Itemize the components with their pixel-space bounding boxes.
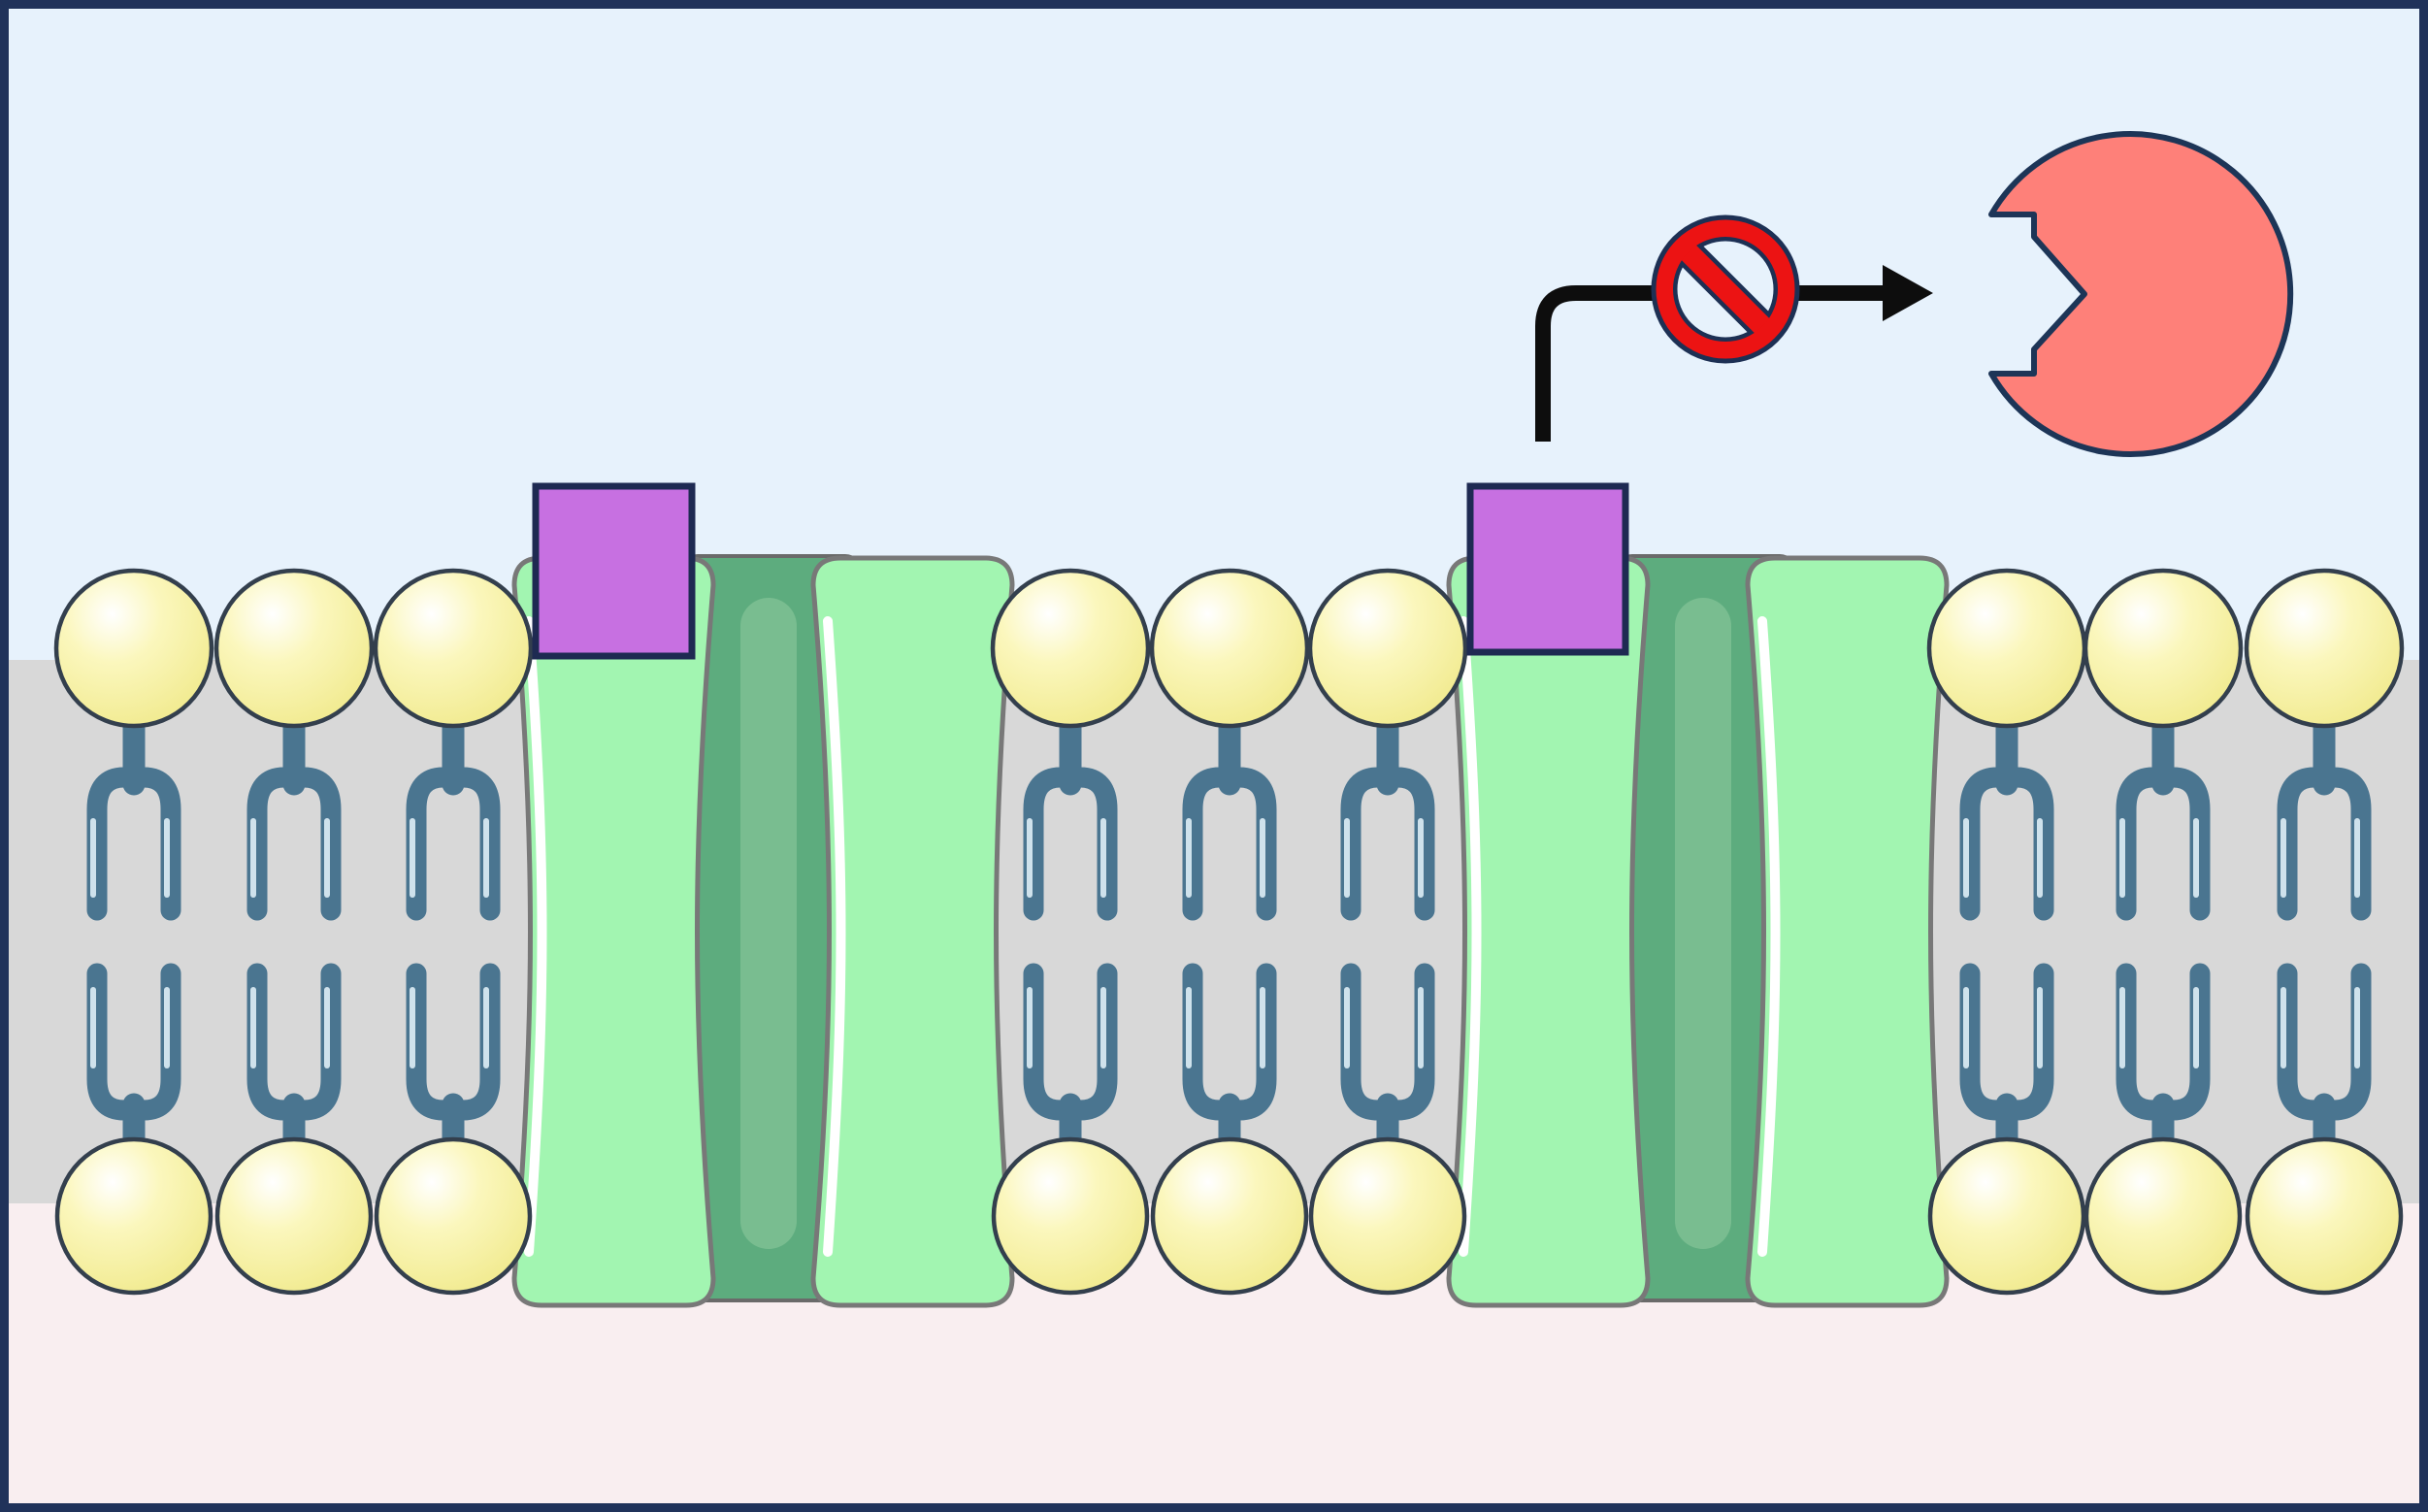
lipid-head xyxy=(1926,568,2087,729)
lipid-head xyxy=(213,568,375,729)
lipid-head xyxy=(54,1136,213,1296)
protein-subunit-highlight xyxy=(524,616,547,1257)
phospholipid-pair-2 xyxy=(213,568,375,1296)
no-entry-icon xyxy=(1651,214,1800,364)
lipid-head xyxy=(2245,1136,2404,1296)
phospholipid-pair-9 xyxy=(2244,568,2405,1296)
blocked-arrow xyxy=(1535,265,1933,442)
phospholipid-pair-1 xyxy=(53,568,214,1296)
phospholipid-pair-7 xyxy=(1926,568,2087,1296)
phospholipid-pair-8 xyxy=(2083,568,2244,1296)
channel-protein-2 xyxy=(1446,554,1950,1308)
blocked-arrow-shaft xyxy=(1535,285,1887,442)
receptor-enzyme xyxy=(1988,131,2294,457)
lipid-head xyxy=(2083,568,2244,729)
protein-subunit-highlight xyxy=(1459,616,1482,1257)
lipid-head xyxy=(2244,568,2405,729)
lipid-head xyxy=(2083,1136,2243,1296)
lipid-head xyxy=(991,1136,1150,1296)
protein-subunit xyxy=(511,555,716,1308)
no-entry-ring xyxy=(1654,217,1797,361)
membrane-band xyxy=(0,660,2428,1203)
protein-subunit-highlight xyxy=(823,616,846,1257)
no-entry-outline xyxy=(1651,214,1800,364)
extracellular-region xyxy=(0,0,2428,660)
channel-protein-1 xyxy=(511,554,1015,1308)
arrowhead-icon xyxy=(1883,265,1933,321)
protein-subunit xyxy=(1745,555,1950,1308)
protein-subunit xyxy=(810,555,1015,1308)
lipid-head xyxy=(1308,1136,1467,1296)
phospholipid-pair-3 xyxy=(373,568,534,1296)
lipid-head xyxy=(1149,568,1310,729)
lipid-head xyxy=(1307,568,1468,729)
phospholipid-pair-5 xyxy=(1149,568,1310,1296)
ligand-square-2 xyxy=(1466,482,1629,656)
phospholipid-pair-6 xyxy=(1307,568,1468,1296)
lipid-head xyxy=(990,568,1151,729)
phospholipid-pair-4 xyxy=(990,568,1151,1296)
lipid-head xyxy=(1150,1136,1309,1296)
lipid-head xyxy=(373,568,534,729)
ligand-square-1 xyxy=(532,482,696,660)
protein-subunit-highlight xyxy=(1757,616,1781,1257)
lipid-head xyxy=(53,568,214,729)
lipid-head xyxy=(374,1136,533,1296)
protein-subunit xyxy=(1446,555,1651,1308)
lipid-head xyxy=(1927,1136,2086,1296)
lipid-head xyxy=(214,1136,374,1296)
